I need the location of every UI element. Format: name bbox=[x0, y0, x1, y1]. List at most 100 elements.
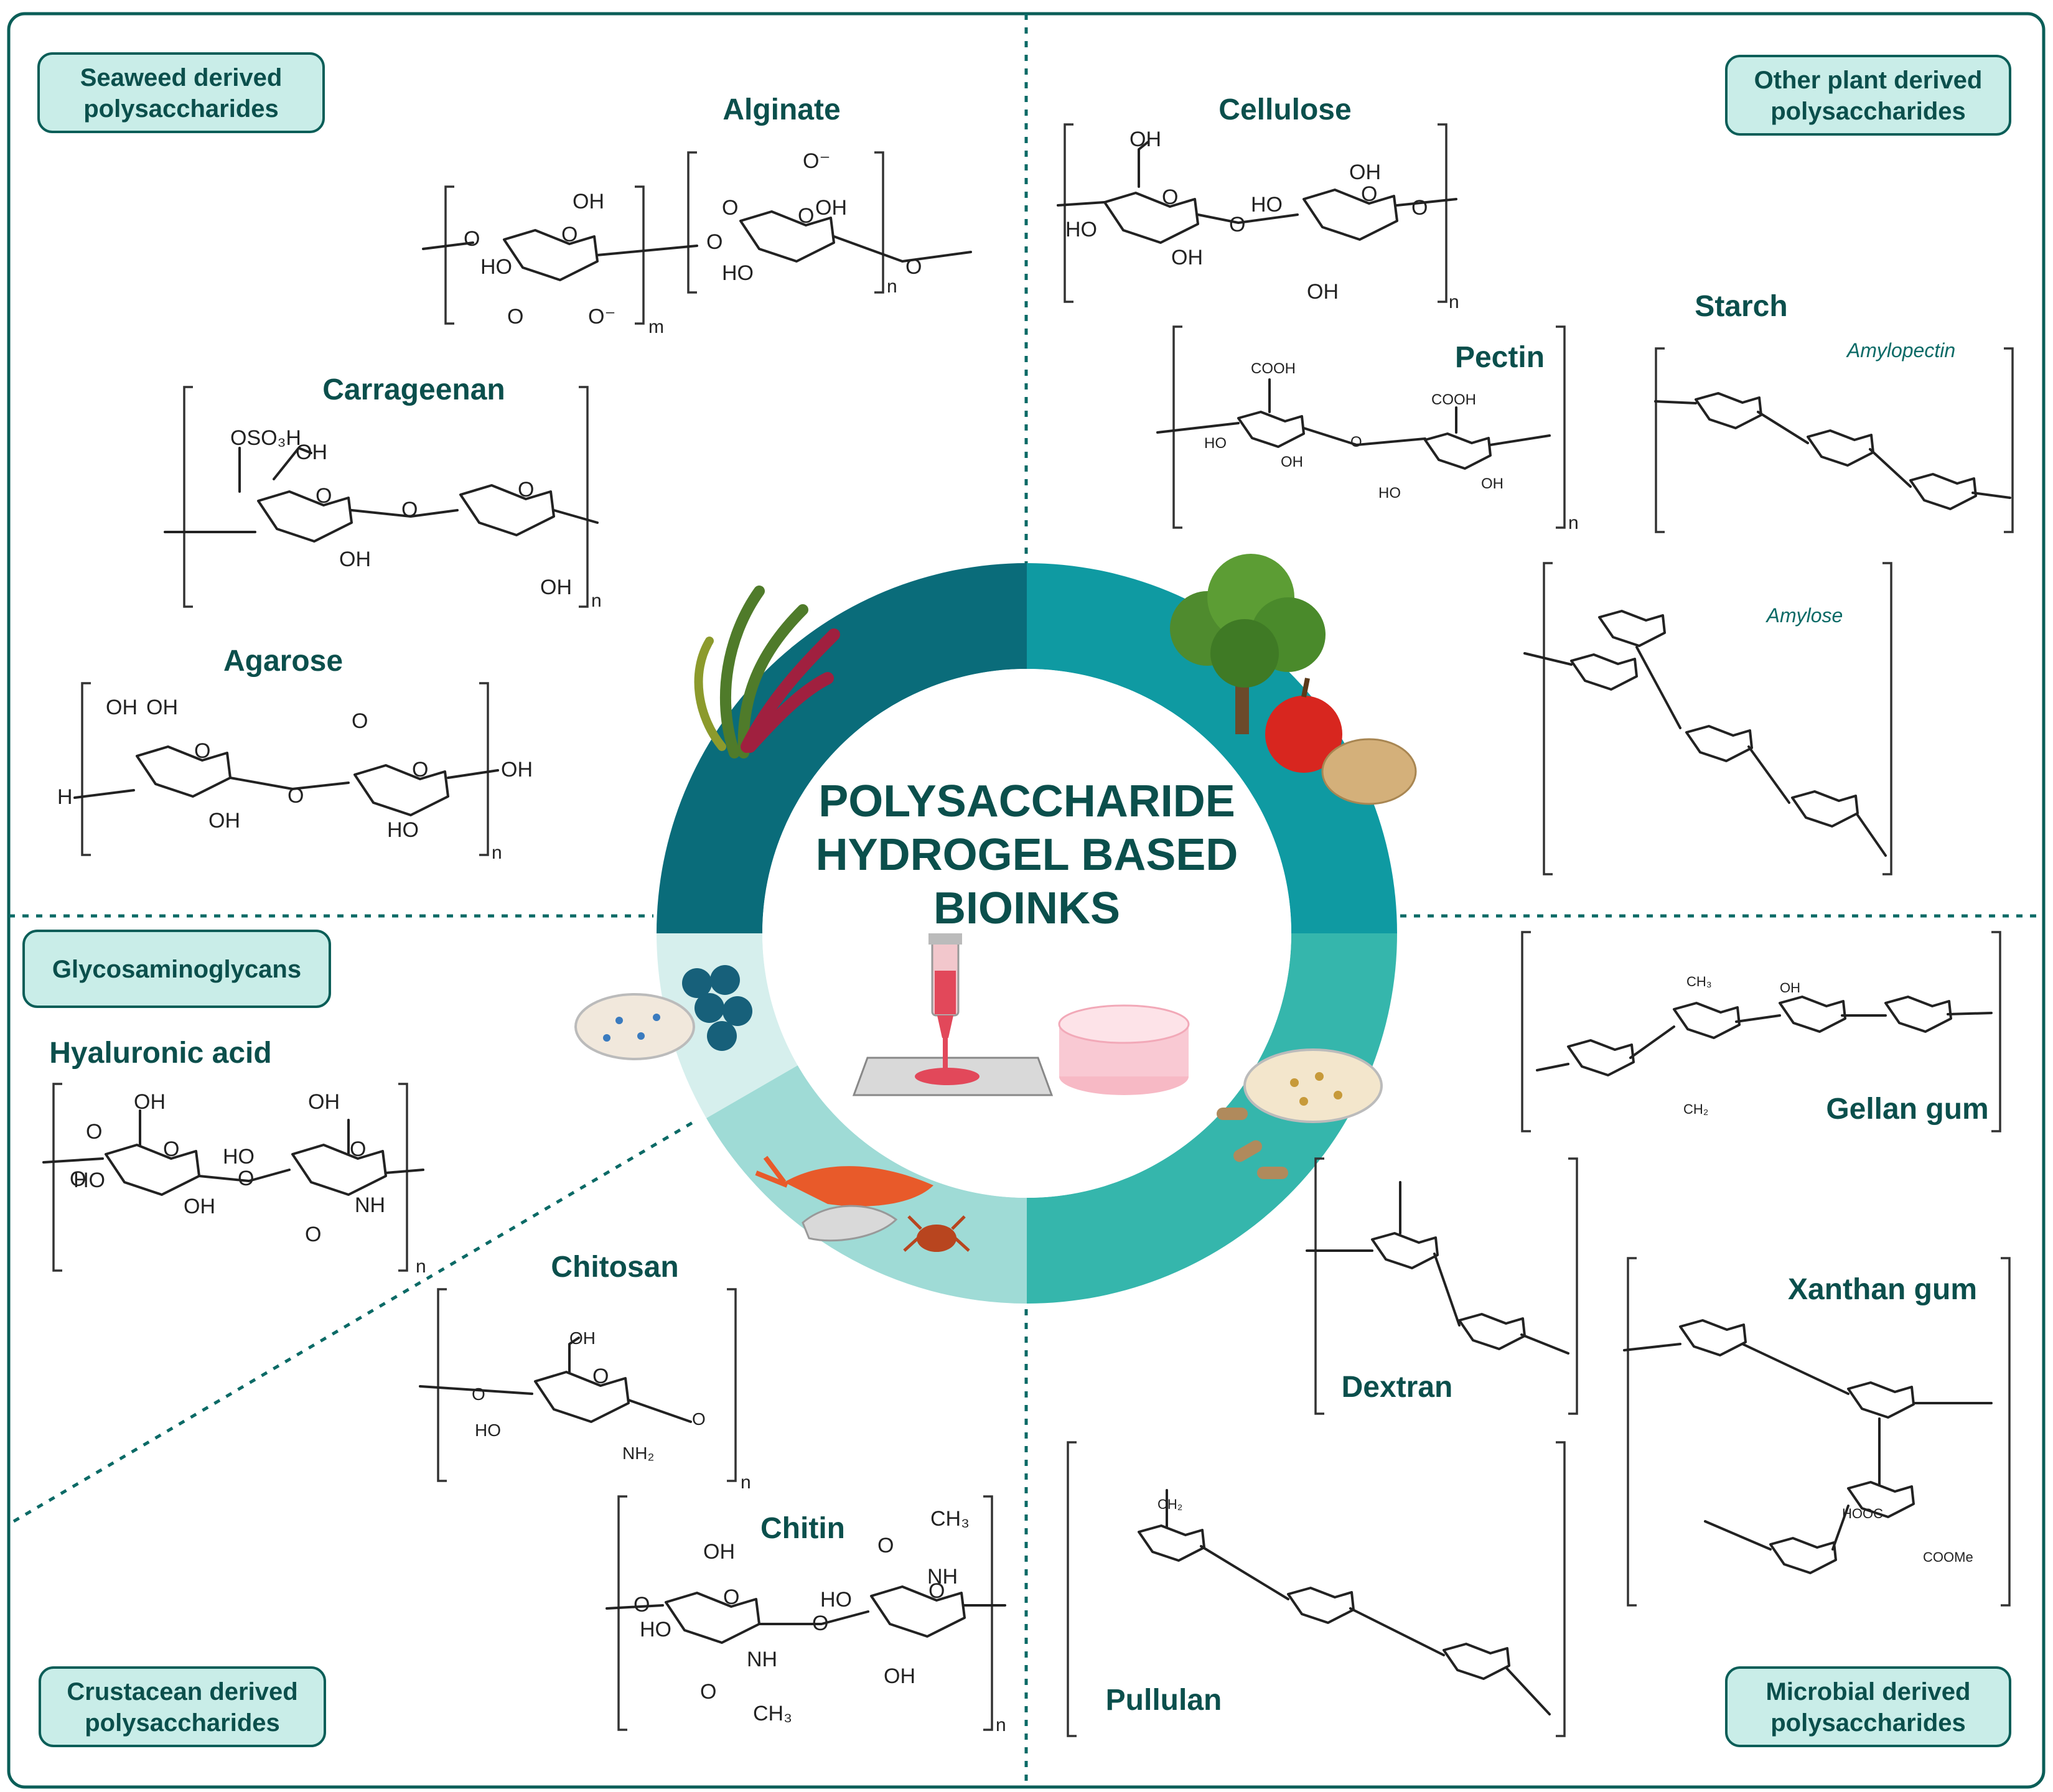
hyaluronic-label-ho: HO bbox=[73, 1169, 105, 1192]
pectin-label-cooh: COOH bbox=[1251, 360, 1296, 377]
category-crustacean: Crustacean derived polysaccharides bbox=[39, 1666, 326, 1747]
polymer-name-pullulan: Pullulan bbox=[1106, 1684, 1222, 1717]
hydrogel-disc-icon bbox=[1058, 1004, 1190, 1095]
gellan-label-oh: OH bbox=[1780, 980, 1800, 996]
structure-pectin: Pectin COOH HO OH O COOH HO OH n bbox=[1156, 325, 1579, 533]
polymer-name-hyaluronic-acid: Hyaluronic acid bbox=[49, 1037, 271, 1070]
category-gag: Glycosaminoglycans bbox=[22, 930, 331, 1008]
petri-dish-icon bbox=[574, 965, 752, 1060]
bacteria-icon bbox=[1217, 1048, 1383, 1179]
potato-icon bbox=[1321, 738, 1417, 805]
gellan-label-ch2: CH₂ bbox=[1683, 1101, 1708, 1117]
seaweed-icon bbox=[694, 586, 840, 758]
hyaluronic-label-o3: O bbox=[238, 1167, 254, 1190]
ring-segment-plant bbox=[1027, 563, 1397, 933]
alginate-label-ho: HO bbox=[480, 255, 512, 279]
chitin-label-ch3-2: CH₃ bbox=[930, 1507, 970, 1531]
center-title-line-3: BIOINKS bbox=[933, 884, 1120, 933]
cellulose-label-ho: HO bbox=[1065, 218, 1097, 241]
hyaluronic-label-oh3: OH bbox=[308, 1090, 340, 1114]
structure-hyaluronic-acid: Hyaluronic acid OH O O HO OH O HO OH NH … bbox=[42, 1037, 426, 1277]
structure-chitin: Chitin OH O HO NH O CH₃ O HO NH O CH₃ OH… bbox=[606, 1495, 1006, 1735]
hyaluronic-label-oh: OH bbox=[134, 1090, 166, 1114]
structure-xanthan-gum: Xanthan gum HOOC COOMe bbox=[1623, 1257, 2011, 1607]
alginate-index-m: m bbox=[648, 317, 664, 337]
alginate-label-ominus: O⁻ bbox=[588, 305, 615, 329]
chitin-label-ho: HO bbox=[640, 1618, 671, 1641]
ring-segment-seaweed bbox=[657, 563, 1027, 933]
category-plant-line-1: Other plant derived bbox=[1754, 67, 1983, 94]
chitin-label-oh2: OH bbox=[884, 1664, 915, 1688]
agarose-label-oh3: OH bbox=[208, 809, 240, 833]
chitin-label-nh2: NH bbox=[927, 1565, 958, 1589]
pectin-label-oh: OH bbox=[1281, 454, 1303, 470]
structure-pullulan: Pullulan CH₂ bbox=[1067, 1441, 1566, 1737]
chitin-label-ho2: HO bbox=[820, 1588, 852, 1612]
chitin-label-oh: OH bbox=[703, 1540, 735, 1564]
chitin-label-o2: O bbox=[700, 1680, 716, 1704]
pullulan-label-ch2: CH₂ bbox=[1157, 1496, 1182, 1512]
cellulose-label-o2: O bbox=[1411, 196, 1428, 220]
category-crustacean-line-2: polysaccharides bbox=[85, 1709, 280, 1737]
category-seaweed: Seaweed derived polysaccharides bbox=[37, 52, 325, 133]
carrageenan-label-oh: OH bbox=[296, 441, 327, 464]
hyaluronic-label-ho2: HO bbox=[223, 1145, 255, 1169]
alginate-label-ho2: HO bbox=[722, 261, 754, 285]
xanthan-label-hooc: HOOC bbox=[1842, 1506, 1883, 1521]
central-ring bbox=[657, 563, 1397, 1304]
polymer-name-chitosan: Chitosan bbox=[551, 1251, 678, 1284]
structure-dextran: Dextran bbox=[1306, 1157, 1578, 1415]
starch-sub-amylopectin: Amylopectin bbox=[1846, 339, 1955, 362]
hyaluronic-label-o: O bbox=[86, 1120, 102, 1144]
carrageenan-index-n: n bbox=[591, 590, 602, 611]
chitosan-index-n: n bbox=[741, 1472, 751, 1493]
xanthan-label-coome: COOMe bbox=[1923, 1549, 1973, 1565]
category-microbial: Microbial derived polysaccharides bbox=[1725, 1666, 2011, 1747]
cellulose-label-oh4: OH bbox=[1307, 280, 1339, 304]
agarose-label-o2: O bbox=[352, 709, 368, 733]
pectin-index-n: n bbox=[1568, 513, 1579, 533]
alginate-label-oh2: OH bbox=[815, 196, 847, 220]
alginate-label-o5: O bbox=[905, 255, 922, 279]
agarose-label-o: O bbox=[288, 784, 304, 808]
carrageenan-label-o: O bbox=[401, 498, 418, 521]
chitin-label-nh: NH bbox=[747, 1648, 777, 1671]
category-plant: Other plant derived polysaccharides bbox=[1725, 55, 2011, 136]
chitin-label-o4: O bbox=[877, 1534, 894, 1557]
chitin-label-o3: O bbox=[812, 1612, 828, 1635]
cellulose-label-oh2: OH bbox=[1171, 246, 1203, 269]
agarose-label-oh: OH bbox=[106, 696, 138, 719]
polymer-name-agarose: Agarose bbox=[223, 645, 343, 678]
tree-icon bbox=[1170, 554, 1326, 734]
category-seaweed-line-1: Seaweed derived bbox=[80, 64, 283, 91]
cellulose-label-ho2: HO bbox=[1251, 193, 1283, 217]
structure-alginate: Alginate O OH HO O O⁻ O O⁻ O OH HO O m n bbox=[422, 93, 972, 337]
agarose-index-n: n bbox=[492, 842, 502, 863]
polymer-name-pectin: Pectin bbox=[1455, 341, 1545, 374]
agarose-label-oh4: OH bbox=[501, 758, 533, 782]
alginate-label-o: O bbox=[464, 227, 480, 251]
structure-chitosan: Chitosan OH O HO NH₂ O n bbox=[419, 1251, 751, 1493]
agarose-label-oh2: OH bbox=[146, 696, 178, 719]
alginate-label-o3: O bbox=[706, 230, 723, 254]
structure-cellulose: Cellulose OH HO OH O HO OH OH O n bbox=[1057, 93, 1459, 312]
chitosan-label-nh2: NH₂ bbox=[622, 1444, 654, 1463]
chitin-label-o: O bbox=[634, 1593, 650, 1617]
hyaluronic-index-n: n bbox=[416, 1256, 426, 1277]
alginate-label-o2: O bbox=[507, 305, 523, 329]
center-title: POLYSACCHARIDE HYDROGEL BASED BIOINKS bbox=[816, 777, 1238, 933]
bioprinter-icon bbox=[852, 933, 1054, 1096]
alginate-label-o4: O bbox=[722, 196, 738, 220]
pectin-label-ho: HO bbox=[1204, 435, 1227, 452]
center-title-line-2: HYDROGEL BASED bbox=[816, 830, 1238, 880]
polymer-name-chitin: Chitin bbox=[760, 1512, 845, 1545]
starch-sub-amylose: Amylose bbox=[1765, 604, 1843, 627]
hyaluronic-label-o4: O bbox=[305, 1223, 321, 1246]
hyaluronic-label-oh2: OH bbox=[184, 1195, 215, 1218]
pectin-label-oh2: OH bbox=[1481, 475, 1504, 492]
chitosan-label-o: O bbox=[472, 1384, 485, 1404]
polymer-name-carrageenan: Carrageenan bbox=[322, 373, 505, 406]
cellulose-index-n: n bbox=[1449, 292, 1459, 312]
crab-icon bbox=[903, 1215, 970, 1252]
ring-segment-microbial bbox=[1027, 933, 1397, 1304]
